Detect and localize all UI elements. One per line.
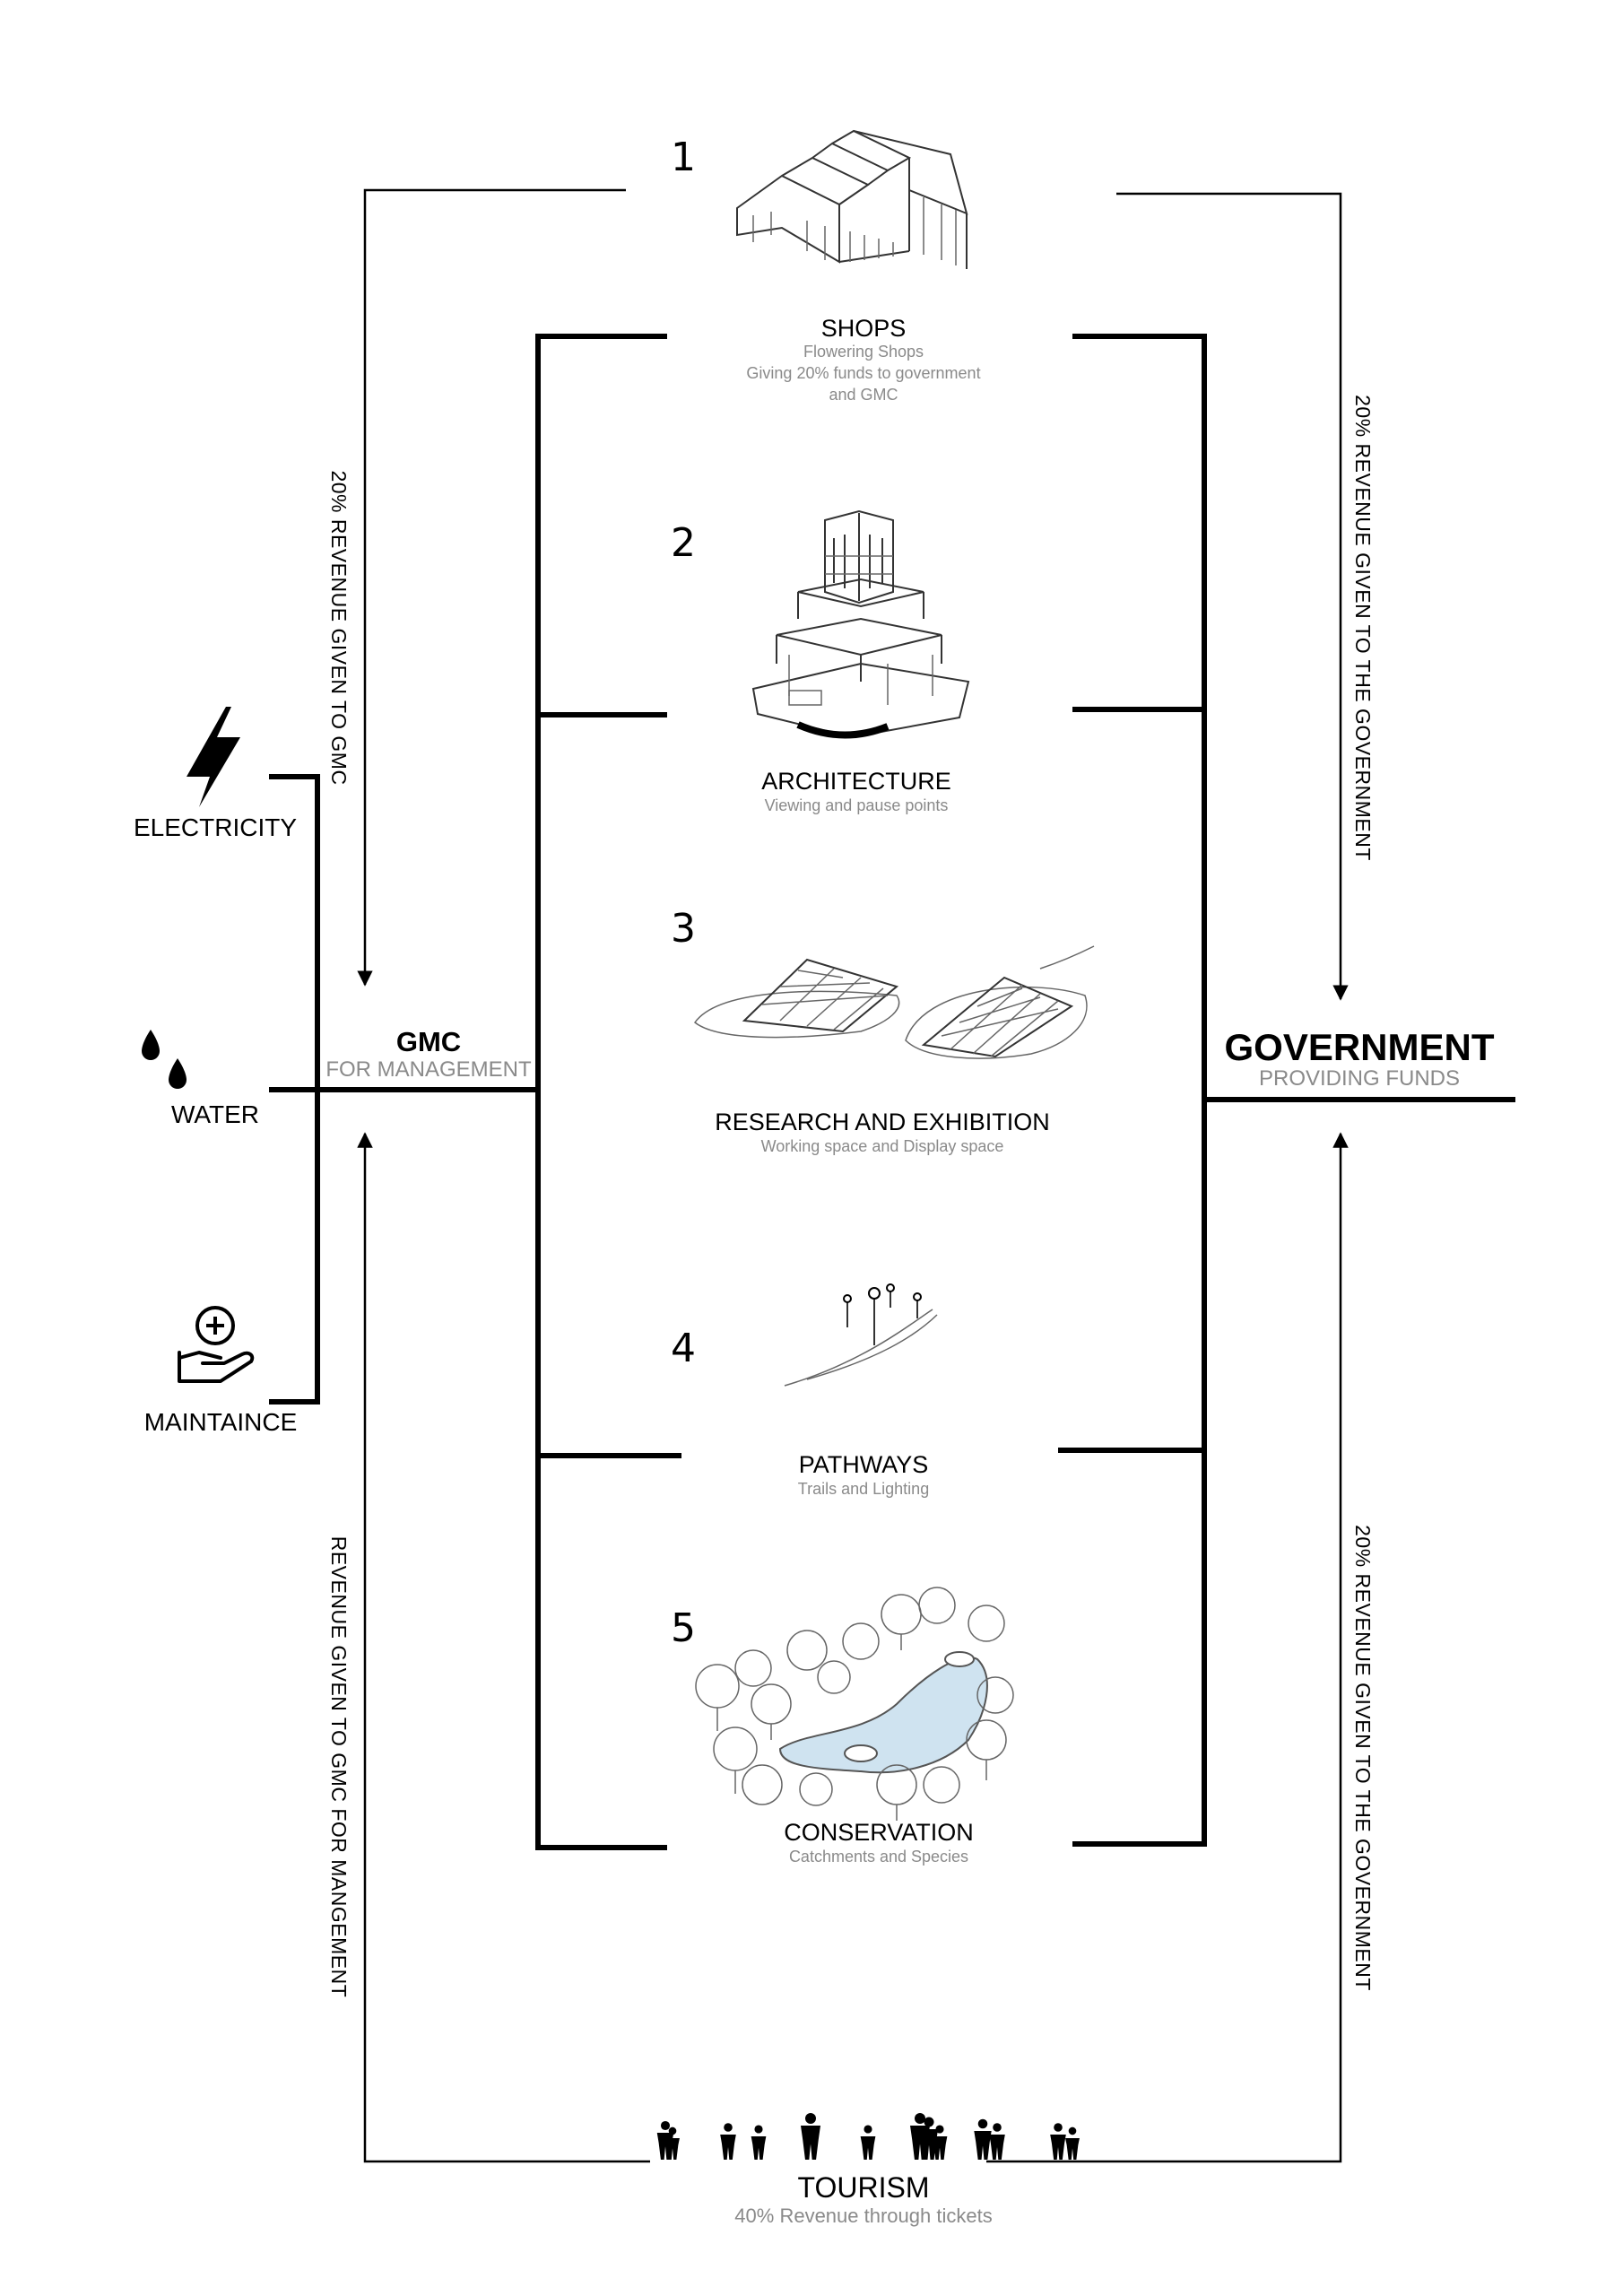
utilities: ELECTRICITY WATER MAINTAINCE <box>134 707 297 1436</box>
module-subtitle-shops-2: Giving 20% funds to government <box>746 364 980 382</box>
people-silhouettes-icon <box>656 2113 1080 2160</box>
flow-labels: 20% REVENUE GIVEN TO GMC REVENUE GIVEN T… <box>327 395 1375 1997</box>
module-subtitle-architecture: Viewing and pause points <box>765 796 949 814</box>
flow-shops-to-government-line <box>1116 192 1349 1001</box>
maintaince-label: MAINTAINCE <box>144 1408 298 1436</box>
person-silhouette <box>932 2125 948 2160</box>
pond-trees-icon <box>695 1587 1014 1821</box>
flow-label-left-top: 20% REVENUE GIVEN TO GMC <box>327 470 351 785</box>
electricity-label: ELECTRICITY <box>134 813 297 841</box>
person-silhouette <box>751 2125 767 2160</box>
flow-label-left-bottom: REVENUE GIVEN TO GMC FOR MANGEMENT <box>327 1536 351 1998</box>
government-node: GOVERNMENT PROVIDING FUNDS <box>1224 1026 1494 1091</box>
module-number-1: 1 <box>671 135 696 180</box>
module-subtitle-shops-3: and GMC <box>829 386 898 404</box>
module-architecture: 2 ARCHITECTURE Viewing and pause points <box>671 509 970 814</box>
module-title-conservation: CONSERVATION <box>784 1819 974 1846</box>
module-title-pathways: PATHWAYS <box>799 1451 929 1478</box>
gmc-subtitle: FOR MANAGEMENT <box>325 1057 532 1082</box>
person-silhouette <box>1050 2123 1066 2160</box>
pathway-lamps-icon <box>784 1283 938 1387</box>
government-title: GOVERNMENT <box>1224 1026 1494 1068</box>
exhibition-pavilion-icon <box>693 945 1095 1059</box>
module-number-5: 5 <box>671 1605 696 1651</box>
lightning-bolt-icon <box>187 707 240 807</box>
structure-brackets <box>269 334 1515 1850</box>
flow-label-right-top: 20% REVENUE GIVEN TO THE GOVERNMENT <box>1351 395 1375 861</box>
gmc-node: GMC FOR MANAGEMENT <box>325 1026 532 1082</box>
module-subtitle-conservation: Catchments and Species <box>789 1848 968 1866</box>
module-subtitle-research: Working space and Display space <box>761 1137 1004 1155</box>
module-title-shops: SHOPS <box>821 315 907 342</box>
module-subtitle-pathways: Trails and Lighting <box>798 1480 929 1498</box>
viewing-tower-icon <box>751 509 970 739</box>
module-subtitle-shops-1: Flowering Shops <box>803 343 924 361</box>
person-silhouette <box>989 2123 1005 2160</box>
module-research: 3 RESEARCH AND EXHIBITION Working space … <box>671 906 1095 1155</box>
module-number-4: 4 <box>671 1326 696 1371</box>
module-pathways: 4 PATHWAYS Trails and Lighting <box>671 1283 938 1498</box>
modules-right-bracket <box>1072 334 1207 1847</box>
shop-building-icon <box>736 129 968 269</box>
person-silhouette <box>801 2113 820 2160</box>
tourism-node: TOURISM 40% Revenue through tickets <box>656 2113 1080 2227</box>
module-conservation: 5 CONSERVATION Catchments and Species <box>671 1587 1014 1866</box>
hand-care-icon <box>178 1306 255 1383</box>
flow-tourism-to-gmc-line <box>357 1132 650 2163</box>
flow-label-right-bottom: 20% REVENUE GIVEN TO THE GOVERNMENT <box>1351 1525 1375 1991</box>
flow-tourism-to-government-line <box>986 1132 1349 2163</box>
modules-left-bracket <box>535 334 667 1850</box>
tourism-subtitle: 40% Revenue through tickets <box>734 2205 992 2227</box>
government-subtitle: PROVIDING FUNDS <box>1259 1066 1460 1091</box>
water-drops-icon <box>142 1030 187 1089</box>
flow-lines <box>357 188 1349 2163</box>
gmc-title: GMC <box>396 1026 461 1057</box>
person-silhouette <box>1065 2126 1080 2160</box>
person-silhouette <box>720 2123 736 2160</box>
module-title-architecture: ARCHITECTURE <box>761 768 951 795</box>
water-label: WATER <box>171 1100 259 1128</box>
person-silhouette <box>860 2125 876 2160</box>
module-shops: 1 SHOPS Flowering Shops Giving 20% funds… <box>671 129 981 404</box>
person-silhouette <box>665 2126 680 2160</box>
tourism-title: TOURISM <box>798 2171 930 2204</box>
module-title-research: RESEARCH AND EXHIBITION <box>715 1109 1050 1135</box>
module-number-2: 2 <box>671 520 696 566</box>
module-number-3: 3 <box>671 906 696 952</box>
flow-shops-to-gmc-line <box>357 188 626 987</box>
person-silhouette <box>974 2118 992 2160</box>
